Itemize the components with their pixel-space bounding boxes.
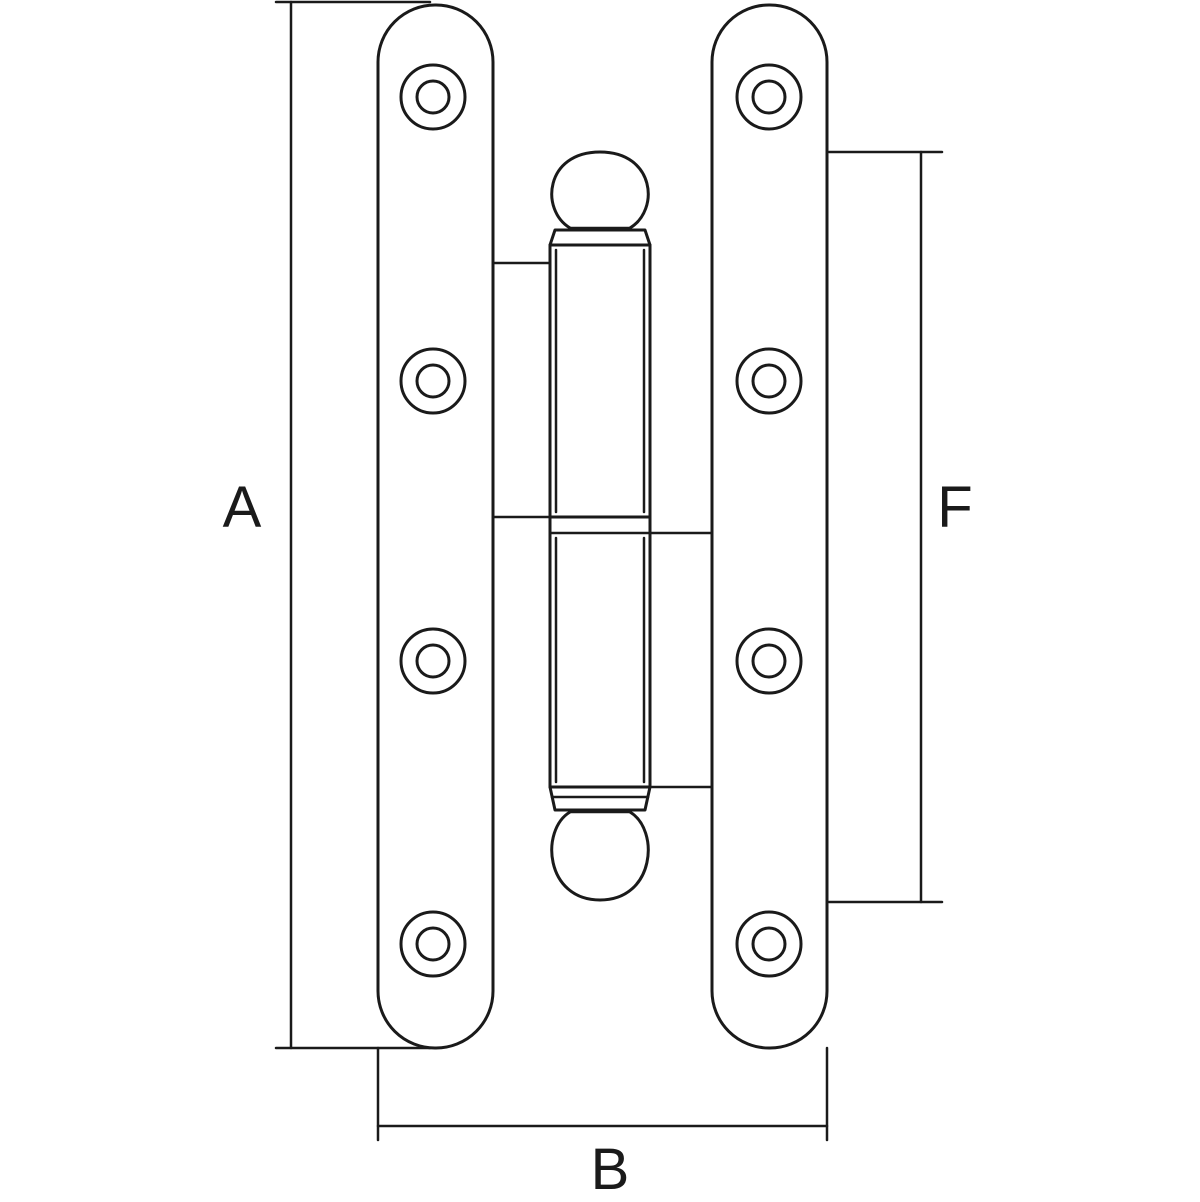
bottom-finial — [550, 810, 650, 902]
left-screw-hole-3 — [399, 627, 467, 695]
top-collar — [548, 228, 652, 247]
knuckle-connectors — [491, 261, 714, 789]
hinge-barrel — [548, 150, 652, 902]
right-hinge-leaf — [710, 3, 829, 1050]
dimension-b — [376, 1046, 829, 1142]
left-leaf-plate — [376, 3, 495, 1050]
dimension-a-label: A — [222, 475, 262, 540]
right-leaf-plate — [710, 3, 829, 1050]
right-screw-hole-3 — [735, 627, 803, 695]
left-hinge-leaf — [376, 3, 495, 1050]
dimension-f — [827, 150, 944, 904]
top-finial — [550, 150, 650, 230]
dimension-a — [274, 0, 432, 1050]
left-screw-hole-2 — [399, 347, 467, 415]
dimension-f-label: F — [937, 475, 973, 540]
right-screw-hole-1 — [735, 63, 803, 131]
bottom-collar — [548, 785, 652, 812]
dimension-b-label: B — [590, 1137, 630, 1202]
right-screw-hole-4 — [735, 910, 803, 978]
lower-knuckle — [548, 515, 652, 789]
left-screw-hole-4 — [399, 910, 467, 978]
left-screw-hole-1 — [399, 63, 467, 131]
upper-knuckle — [548, 243, 652, 519]
right-screw-hole-2 — [735, 347, 803, 415]
